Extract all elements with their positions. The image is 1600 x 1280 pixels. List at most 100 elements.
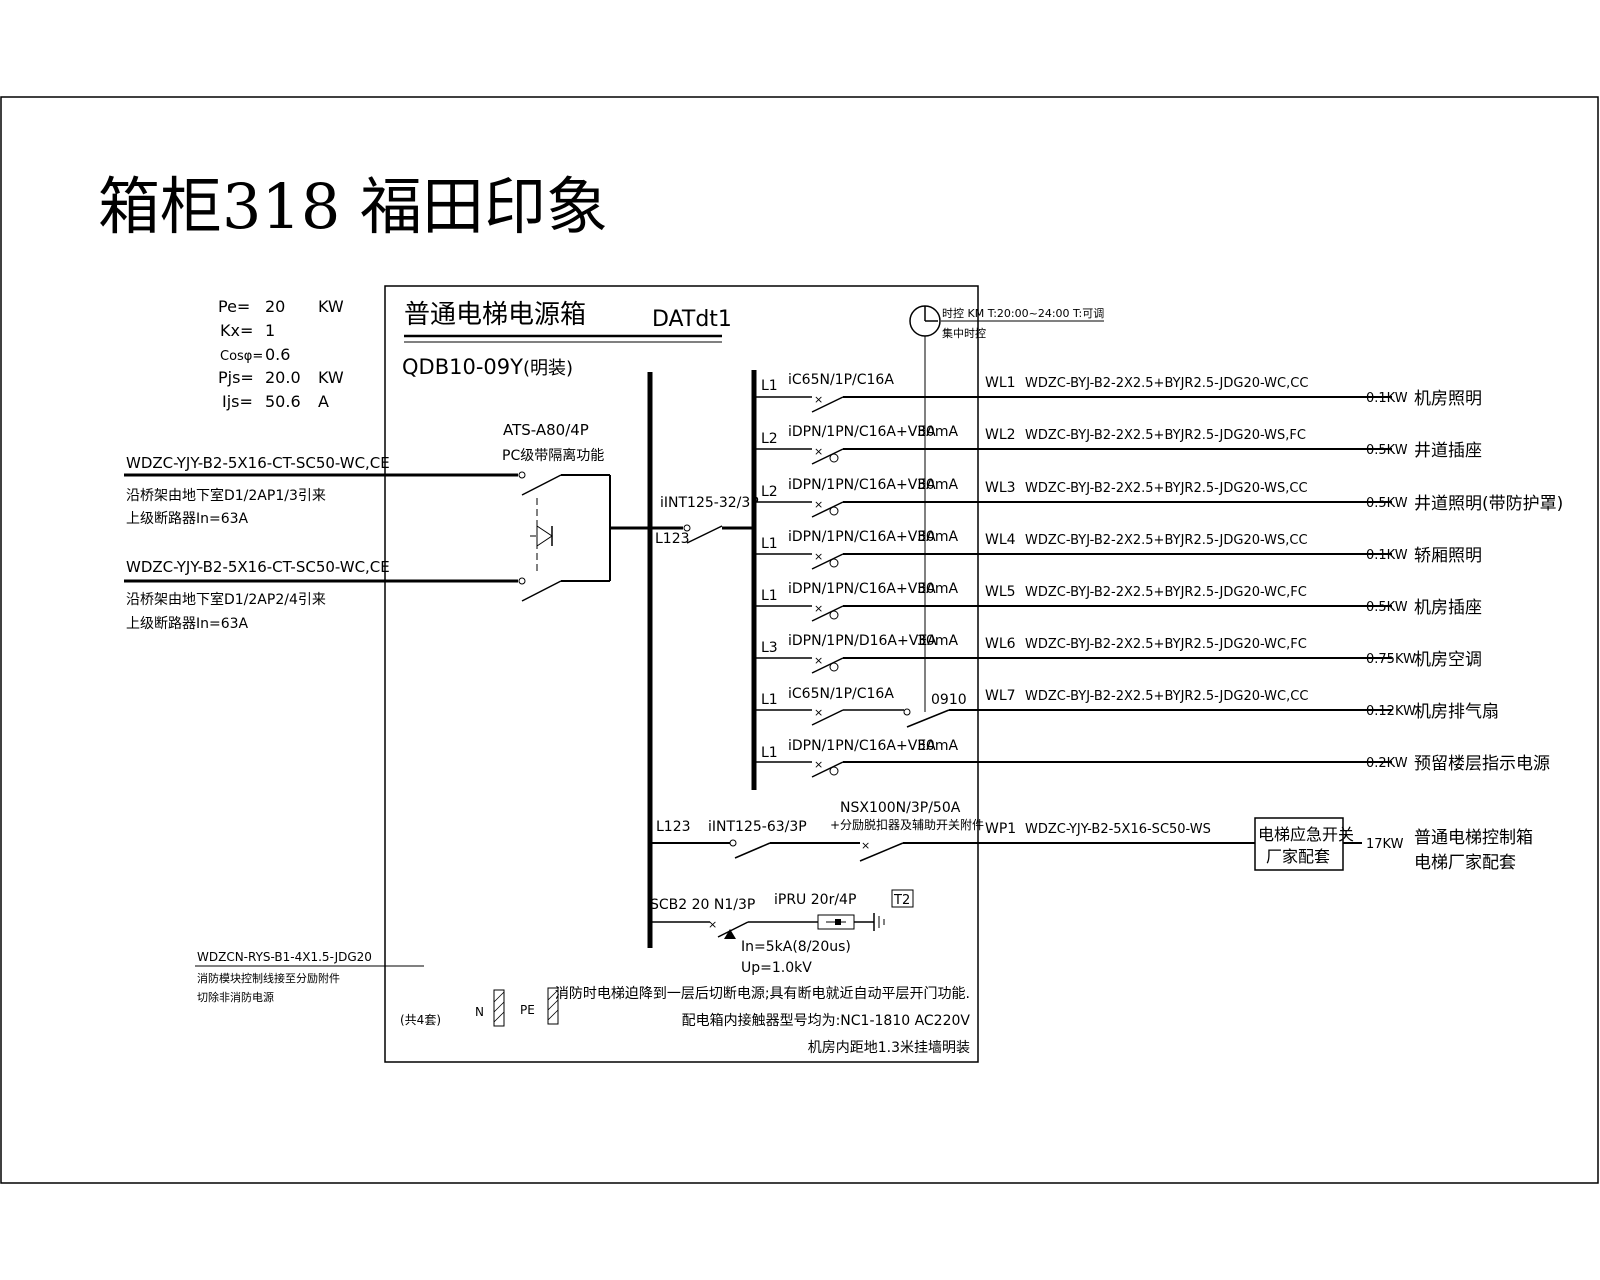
branch-power: 0.12KW bbox=[1366, 704, 1416, 719]
panel-model: QDB10-09Y bbox=[402, 355, 523, 379]
ats-model: ATS-A80/4P bbox=[503, 421, 589, 439]
incoming-note: 上级断路器In=63A bbox=[126, 511, 249, 527]
emergency-box-line1: 电梯应急开关 bbox=[1258, 825, 1354, 844]
param-value: 20 bbox=[265, 297, 285, 316]
param-unit: KW bbox=[318, 368, 344, 387]
timer-control: 时控 KM T:20:00~24:00 T:可调 集中时控 bbox=[909, 305, 1104, 712]
branch-circuit: L2 iDPN/1PN/C16A+VEA 30mA × WL2 WDZC-BYJ… bbox=[754, 424, 1482, 465]
incoming-note: 沿桥架由地下室D1/2AP2/4引来 bbox=[126, 591, 326, 608]
spd-up: Up=1.0kV bbox=[741, 960, 812, 976]
branch-power: 0.1KW bbox=[1366, 548, 1408, 563]
note-line: 配电箱内接触器型号均为:NC1-1810 AC220V bbox=[682, 1012, 971, 1029]
branch-phase: L1 bbox=[761, 378, 778, 394]
branch-circuit-id: WL5 bbox=[985, 584, 1016, 600]
svg-text:×: × bbox=[814, 602, 823, 615]
power-cable: WDZC-YJY-B2-5X16-SC50-WS bbox=[1025, 822, 1211, 837]
load-parameters: Pe= 20 KW Kx= 1 Cosφ= 0.6 Pjs= 20.0 KW I… bbox=[218, 297, 344, 411]
svg-text:×: × bbox=[814, 550, 823, 563]
param-row: Kx= 1 bbox=[220, 321, 275, 340]
spd-model: iPRU 20r/4P bbox=[774, 892, 856, 908]
param-label: Ijs= bbox=[222, 392, 253, 411]
branch-breaker: iDPN/1PN/C16A+VEA bbox=[788, 529, 936, 545]
param-value: 50.6 bbox=[265, 392, 301, 411]
pe-bar bbox=[547, 987, 559, 1025]
branch-circuit: L1 iC65N/1P/C16A × WL1 WDZC-BYJ-B2-2X2.5… bbox=[754, 372, 1482, 413]
branch-rcd: 0910 bbox=[931, 692, 967, 708]
branch-load: 轿厢照明 bbox=[1414, 546, 1482, 566]
fire-note1: 消防模块控制线接至分励附件 bbox=[197, 971, 340, 985]
param-row: Ijs= 50.6 A bbox=[222, 392, 329, 411]
branch-circuit: L3 iDPN/1PN/D16A+VEA 30mA × WL6 WDZC-BYJ… bbox=[754, 633, 1482, 674]
timer-note: 集中时控 bbox=[942, 326, 986, 340]
drawing-title: 箱柜318 福田印象 bbox=[98, 170, 608, 243]
param-label: Pjs= bbox=[218, 368, 254, 387]
param-value: 1 bbox=[265, 321, 275, 340]
branch-rcd: 30mA bbox=[917, 581, 958, 597]
spd-tag-box bbox=[891, 889, 914, 908]
branch-cable: WDZC-BYJ-B2-2X2.5+BYJR2.5-JDG20-WC,FC bbox=[1025, 585, 1307, 600]
branch-rcd: 30mA bbox=[917, 529, 958, 545]
terminal-bars: (共4套) N PE bbox=[400, 987, 559, 1027]
param-label: Pe= bbox=[218, 297, 250, 316]
param-row: Pe= 20 KW bbox=[218, 297, 344, 316]
surge-protector: SCB2 20 N1/3P iPRU 20r/4P T2 × In=5kA(8/… bbox=[650, 889, 914, 976]
main-switch-model: iINT125-32/3P bbox=[660, 495, 759, 511]
branch-cable: WDZC-BYJ-B2-2X2.5+BYJR2.5-JDG20-WS,CC bbox=[1025, 481, 1308, 496]
branch-phase: L1 bbox=[761, 536, 778, 552]
incoming-note: 沿桥架由地下室D1/2AP1/3引来 bbox=[126, 487, 326, 504]
incoming-note: 上级断路器In=63A bbox=[126, 616, 249, 632]
power-circuit-id: WP1 bbox=[985, 821, 1016, 837]
bar-n-label: N bbox=[475, 1005, 484, 1019]
n-bar bbox=[493, 989, 505, 1027]
branch-phase: L1 bbox=[761, 588, 778, 604]
branch-circuit-id: WL6 bbox=[985, 636, 1016, 652]
branch-rcd: 30mA bbox=[917, 633, 958, 649]
branch-rcd: 30mA bbox=[917, 424, 958, 440]
fire-control-cable: WDZCN-RYS-B1-4X1.5-JDG20 消防模块控制线接至分励附件 切… bbox=[195, 950, 424, 1004]
branch-cable: WDZC-BYJ-B2-2X2.5+BYJR2.5-JDG20-WC,CC bbox=[1025, 689, 1308, 704]
drawing-frame bbox=[0, 96, 1599, 1184]
branch-load: 机房照明 bbox=[1414, 389, 1482, 409]
param-value: 20.0 bbox=[265, 368, 301, 387]
branch-phase: L2 bbox=[761, 431, 778, 447]
power-breaker-note: +分励脱扣器及辅助开关附件 bbox=[830, 817, 984, 832]
branch-load: 井道插座 bbox=[1414, 441, 1482, 461]
branch-phase: L3 bbox=[761, 640, 778, 656]
incoming-cable: WDZC-YJY-B2-5X16-CT-SC50-WC,CE bbox=[126, 558, 390, 576]
ats-switch: ATS-A80/4P PC级带隔离功能 bbox=[502, 421, 683, 602]
branch-rcd: 30mA bbox=[917, 477, 958, 493]
branch-cable: WDZC-BYJ-B2-2X2.5+BYJR2.5-JDG20-WC,FC bbox=[1025, 637, 1307, 652]
param-value: 0.6 bbox=[265, 345, 290, 364]
branch-breaker: iC65N/1P/C16A bbox=[788, 686, 894, 702]
param-label: Kx= bbox=[220, 321, 253, 340]
branch-load: 机房空调 bbox=[1414, 650, 1482, 670]
branch-circuit-id: WL1 bbox=[985, 375, 1016, 391]
main-switch-phase: L123 bbox=[655, 531, 690, 547]
bar-count: (共4套) bbox=[400, 1013, 441, 1027]
branch-breaker: iDPN/1PN/D16A+VEA bbox=[788, 633, 937, 649]
branch-power: 0.75KW bbox=[1366, 652, 1416, 667]
branch-cable: WDZC-BYJ-B2-2X2.5+BYJR2.5-JDG20-WS,CC bbox=[1025, 533, 1308, 548]
power-switch: iINT125-63/3P bbox=[708, 819, 807, 835]
svg-text:×: × bbox=[814, 445, 823, 458]
timer-text: 时控 KM T:20:00~24:00 T:可调 bbox=[942, 306, 1104, 320]
fire-cable: WDZCN-RYS-B1-4X1.5-JDG20 bbox=[197, 950, 372, 964]
panel-name: 普通电梯电源箱 bbox=[404, 300, 586, 330]
branch-power: 0.1KW bbox=[1366, 391, 1408, 406]
spd-in: In=5kA(8/20us) bbox=[741, 939, 851, 955]
branch-cable: WDZC-BYJ-B2-2X2.5+BYJR2.5-JDG20-WC,CC bbox=[1025, 376, 1308, 391]
branch-breaker: iDPN/1PN/C16A+VEA bbox=[788, 738, 936, 754]
fire-note2: 切除非消防电源 bbox=[197, 990, 274, 1004]
branch-power: 0.5KW bbox=[1366, 600, 1408, 615]
main-switch: iINT125-32/3P L123 bbox=[655, 495, 759, 547]
param-label: Cosφ= bbox=[220, 349, 263, 364]
branch-power: 0.2KW bbox=[1366, 756, 1408, 771]
branch-circuit: L2 iDPN/1PN/C16A+VEA 30mA × WL3 WDZC-BYJ… bbox=[754, 477, 1563, 518]
power-breaker: NSX100N/3P/50A bbox=[840, 800, 961, 816]
branch-power: 0.5KW bbox=[1366, 496, 1408, 511]
branch-load: 机房插座 bbox=[1414, 598, 1482, 618]
param-row: Cosφ= 0.6 bbox=[220, 345, 290, 364]
branch-phase: L2 bbox=[761, 484, 778, 500]
panel-code: DATdt1 bbox=[652, 307, 732, 332]
svg-text:×: × bbox=[814, 393, 823, 406]
